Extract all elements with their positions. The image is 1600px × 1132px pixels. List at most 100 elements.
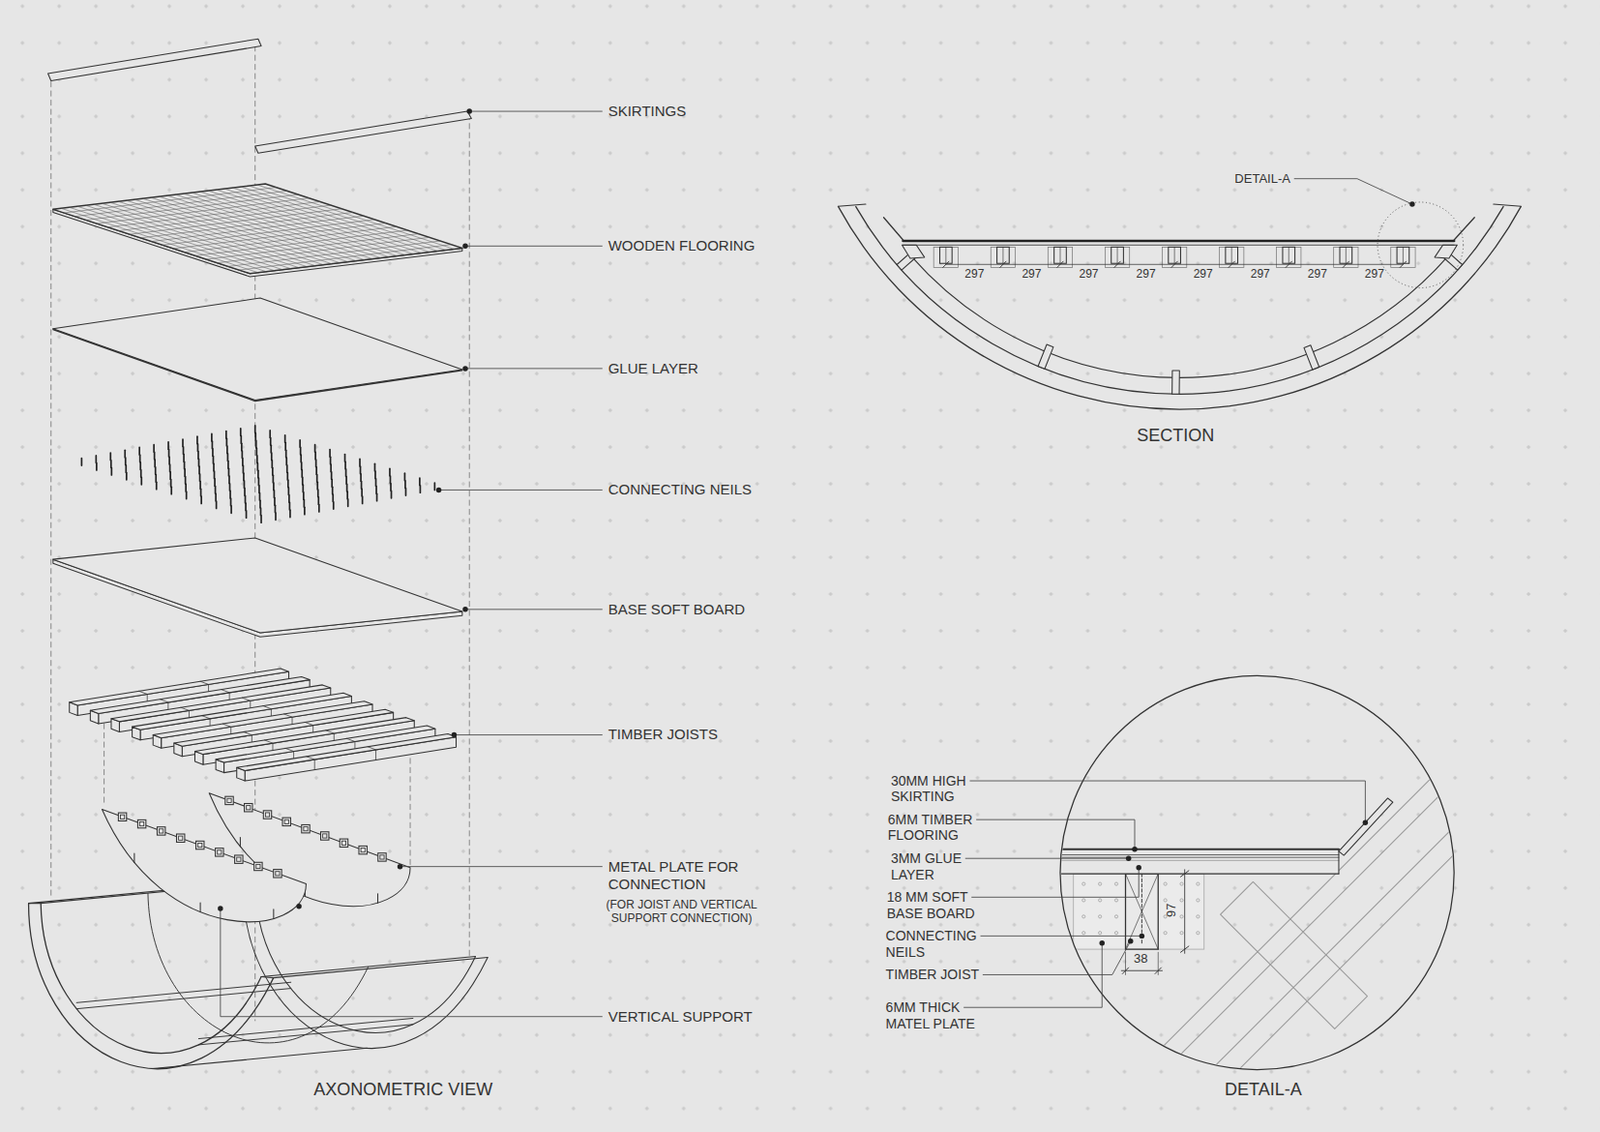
joist-socket bbox=[321, 831, 329, 840]
part-label: VERTICAL SUPPORT bbox=[608, 1007, 753, 1026]
leader-dot bbox=[1125, 855, 1131, 860]
nail bbox=[300, 462, 303, 470]
nail bbox=[152, 444, 155, 452]
nail bbox=[225, 431, 228, 439]
nail bbox=[94, 455, 97, 463]
nail bbox=[315, 467, 318, 475]
nail bbox=[298, 440, 301, 447]
wooden-flooring bbox=[53, 183, 463, 277]
base-soft-board bbox=[53, 537, 463, 637]
nail bbox=[214, 486, 217, 494]
nail bbox=[228, 468, 231, 475]
leader-dot bbox=[462, 365, 468, 371]
bolt-hole bbox=[1082, 931, 1086, 935]
part-label: 6MM THICK MATEL PLATE bbox=[886, 999, 983, 1033]
nail bbox=[374, 471, 377, 478]
joist-joint bbox=[367, 746, 376, 761]
leader-dot bbox=[1127, 938, 1133, 944]
timber-joist bbox=[1396, 246, 1410, 264]
nail bbox=[344, 461, 347, 469]
nail bbox=[239, 436, 242, 444]
nail bbox=[359, 474, 362, 481]
nail bbox=[405, 488, 408, 496]
nail bbox=[184, 476, 187, 484]
bolt-hole bbox=[1082, 898, 1086, 902]
nail bbox=[243, 480, 246, 488]
nail bbox=[198, 458, 201, 466]
shell-cap bbox=[1493, 204, 1522, 207]
leader-dot bbox=[466, 108, 472, 114]
nail bbox=[302, 492, 305, 500]
nail bbox=[329, 456, 332, 464]
nail bbox=[300, 470, 303, 477]
nail bbox=[269, 444, 272, 452]
detail-circle bbox=[1060, 675, 1454, 1069]
nail bbox=[273, 490, 276, 498]
leader-line bbox=[400, 865, 603, 867]
bolt-hole bbox=[1196, 882, 1200, 886]
wooden-flooring-joint bbox=[129, 208, 342, 235]
nail bbox=[259, 493, 262, 501]
joist-socket bbox=[273, 869, 282, 878]
base-board-line bbox=[1050, 859, 1338, 861]
nail bbox=[214, 493, 217, 501]
nail bbox=[374, 463, 377, 471]
nail bbox=[285, 457, 288, 465]
nail bbox=[139, 462, 142, 470]
joist-line bbox=[1117, 246, 1119, 264]
shell-line bbox=[1020, 704, 1531, 1132]
nail bbox=[258, 477, 261, 485]
joist-joint bbox=[306, 756, 315, 771]
support-rib bbox=[1303, 345, 1320, 370]
skirting bbox=[1338, 798, 1393, 856]
view-title: DETAIL-A bbox=[1224, 1079, 1303, 1101]
plate-tab bbox=[133, 853, 135, 862]
wooden-flooring-joint bbox=[86, 194, 298, 220]
nail bbox=[139, 454, 142, 462]
nail bbox=[317, 497, 320, 504]
nail bbox=[95, 463, 98, 471]
nail bbox=[260, 507, 263, 515]
nail bbox=[153, 459, 156, 467]
skirting-line bbox=[1453, 217, 1475, 240]
nail bbox=[169, 464, 172, 472]
timber-joist bbox=[997, 246, 1010, 264]
leader-dot bbox=[296, 903, 301, 909]
joist-socket bbox=[244, 802, 253, 811]
timber-joist bbox=[940, 246, 953, 264]
nail bbox=[404, 480, 407, 488]
bolt-hole bbox=[1082, 882, 1086, 886]
floor-brace bbox=[901, 244, 924, 259]
label-anchor: WOODEN FLOORING bbox=[608, 237, 756, 255]
part-label: BASE SOFT BOARD bbox=[608, 600, 745, 619]
nail bbox=[347, 499, 350, 506]
part-label: 3MM GLUE LAYER bbox=[890, 850, 977, 884]
dimension: 38 bbox=[1133, 950, 1148, 967]
shell-line bbox=[1020, 749, 1531, 1132]
nail bbox=[210, 433, 213, 441]
wooden-flooring-joint bbox=[107, 201, 320, 227]
label-anchor: 297 bbox=[1364, 266, 1385, 281]
bolt-hole bbox=[1082, 915, 1086, 919]
nail bbox=[183, 461, 186, 469]
label-anchor: AXONOMETRIC VIEW bbox=[313, 1079, 493, 1101]
nail bbox=[196, 436, 199, 444]
dimension-tick bbox=[1122, 967, 1128, 974]
nail-line bbox=[1141, 862, 1143, 945]
leader-dot bbox=[397, 863, 403, 869]
bolt-hole bbox=[1180, 915, 1184, 919]
nail bbox=[404, 473, 407, 480]
joist-socket bbox=[358, 845, 367, 854]
nail bbox=[284, 435, 287, 443]
nail bbox=[388, 468, 391, 475]
joist-line bbox=[945, 246, 947, 264]
nail bbox=[155, 481, 158, 489]
bolt-hole bbox=[1098, 915, 1102, 919]
bolt-hole bbox=[1163, 898, 1167, 902]
nail bbox=[375, 486, 378, 494]
joist-socket bbox=[119, 814, 124, 819]
nail bbox=[270, 452, 273, 460]
label-anchor: 297 bbox=[1250, 266, 1271, 281]
